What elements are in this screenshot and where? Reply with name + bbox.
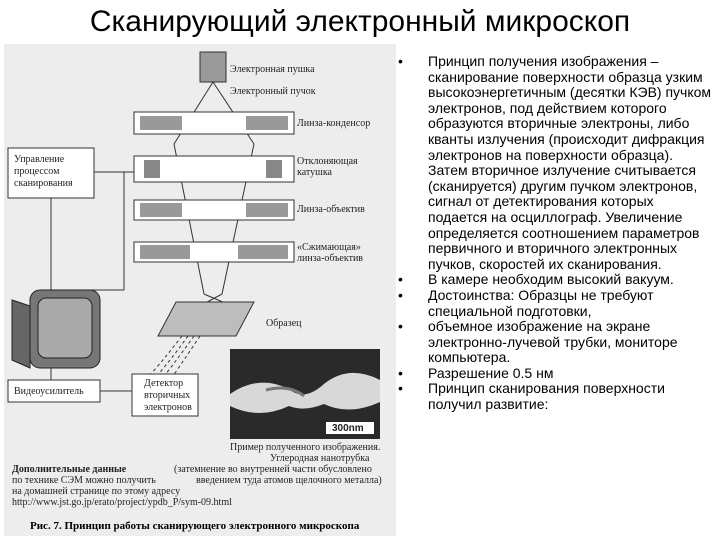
detector-label-1: Детектор xyxy=(144,378,184,389)
bullet-marker: • xyxy=(398,53,403,69)
extra-label-4: http://www.jst.go.jp/erato/project/ypdb_… xyxy=(12,497,232,508)
sem-diagram-drawing xyxy=(7,51,380,439)
bullet-text: Разрешение 0.5 нм xyxy=(428,364,554,381)
bullet-item: • объемное изображение на экране электрон… xyxy=(398,318,716,366)
example-sem-image xyxy=(230,349,380,439)
control-label-3: сканирования xyxy=(14,178,73,189)
figure-caption: Рис. 7. Принцип работы сканирующего элек… xyxy=(30,520,360,532)
example-label-3: (затемнение во внутренней части обусловл… xyxy=(174,464,372,475)
deflect-label-2: катушка xyxy=(297,167,332,178)
condenser-label: Линза-конденсор xyxy=(297,118,371,129)
detector-label-3: электронов xyxy=(144,402,192,413)
bullet-text: Достоинства: Образцы не требуют специаль… xyxy=(428,286,654,319)
compress-label-1: «Сжимающая» xyxy=(297,242,361,253)
extra-label-3: на домашней странице по этому адресу xyxy=(12,486,181,497)
control-label-1: Управление xyxy=(14,154,65,165)
bullet-text: Принцип сканирования поверхности получил… xyxy=(428,380,665,413)
deflect-label-1: Отклоняющая xyxy=(297,156,358,167)
bullet-marker: • xyxy=(398,271,403,288)
bullet-text: объемное изображение на экране электронн… xyxy=(428,318,678,366)
bullet-item: • Принцип сканирования поверхности получи… xyxy=(398,381,716,412)
example-label-4: введением туда атомов щелочного металла) xyxy=(196,475,382,486)
sample-label: Образец xyxy=(266,318,302,329)
gun-label: Электронная пушка xyxy=(230,64,315,75)
bullet-marker: • xyxy=(398,286,403,303)
example-label-1: Пример полученного изображения. xyxy=(230,442,381,453)
detector-label-2: вторичных xyxy=(144,390,191,401)
objective-label: Линза-объектив xyxy=(297,204,365,215)
bullet-marker: • xyxy=(398,380,403,397)
extra-label-1: Дополнительные данные xyxy=(12,464,127,475)
sem-diagram-figure: Электронная пушка Электронный пучок Линз… xyxy=(4,44,396,536)
monitor-shape xyxy=(11,289,101,369)
detector-box xyxy=(131,373,199,417)
bullet-text: Принцип получения изображения – сканиров… xyxy=(428,53,712,272)
bullet-item: • Разрешение 0.5 нм xyxy=(398,364,716,382)
bullet-marker: • xyxy=(398,364,403,381)
beam-label: Электронный пучок xyxy=(230,86,316,97)
electron-gun-shape xyxy=(199,51,227,83)
scale-bar-label: 300nm xyxy=(332,423,364,434)
slide-title: Сканирующий электронный микроскоп xyxy=(89,5,631,38)
example-label-2: Углеродная нанотрубка xyxy=(270,453,370,464)
sample-plate-shape xyxy=(157,301,255,337)
control-label-2: процессом xyxy=(14,166,60,177)
bullet-list: • Принцип получения изображения – сканиро… xyxy=(398,53,716,413)
bullet-item: • Достоинства: Образцы не требуют специал… xyxy=(398,286,716,319)
compress-label-2: линза-объектив xyxy=(297,253,364,264)
bullet-marker: • xyxy=(398,318,403,335)
extra-label-2: по технике СЭМ можно получить xyxy=(12,475,156,486)
bullet-text: В камере необходим высокий вакуум. xyxy=(428,271,674,288)
bullet-item: • В камере необходим высокий вакуум. xyxy=(398,272,716,288)
bullet-item: • Принцип получения изображения – сканиро… xyxy=(398,53,716,272)
amplifier-label: Видеоусилитель xyxy=(14,386,84,397)
